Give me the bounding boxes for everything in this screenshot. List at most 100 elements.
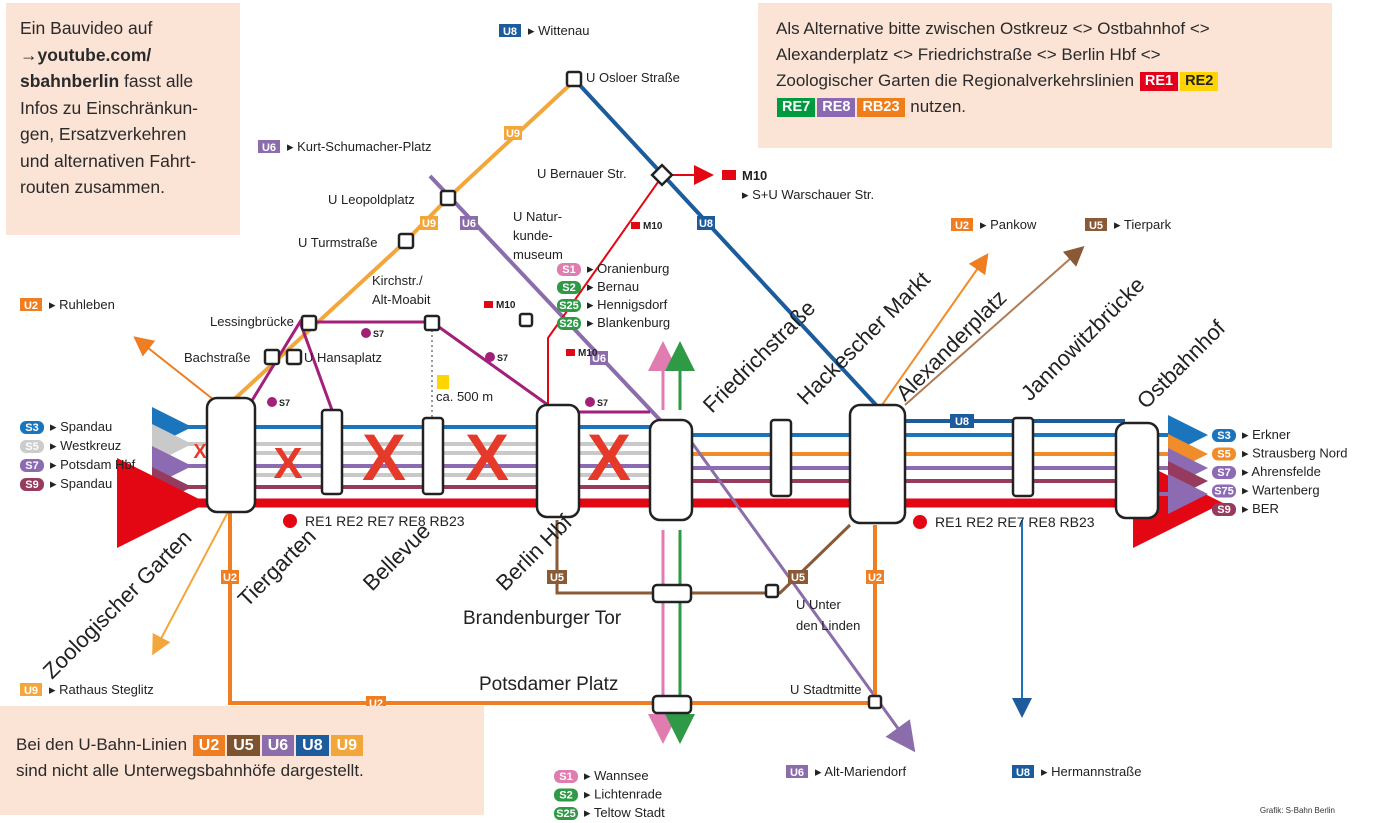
line-pill-label: S26 (559, 318, 579, 330)
destination-name: ▸ Erkner (1242, 427, 1291, 442)
svg-text:▸ Alt-Mariendorf: ▸ Alt-Mariendorf (815, 764, 906, 779)
svg-text:X: X (273, 439, 302, 488)
svg-text:ca. 500 m: ca. 500 m (436, 389, 493, 404)
line-pill-label: S5 (1217, 449, 1230, 461)
ubahn-line-badge: U5 (227, 735, 260, 756)
destination-name: ▸ Spandau (50, 476, 112, 491)
closure-markers: X X X X X (193, 420, 631, 494)
m10-tram-line (547, 174, 664, 405)
re-badge: RE8 (817, 98, 856, 117)
svg-text:Potsdamer Platz: Potsdamer Platz (479, 674, 618, 695)
u5-tierpark-line (904, 246, 1085, 406)
svg-text:U2: U2 (868, 572, 882, 584)
svg-text:Ostbahnhof: Ostbahnhof (1132, 315, 1231, 414)
line-pill (20, 459, 44, 472)
svg-text:Tiergarten: Tiergarten (233, 524, 321, 612)
video-info-line: gen, Ersatzverkehren (20, 124, 187, 144)
ubahn-line-badge: U9 (330, 735, 364, 756)
ubahn-note-line: sind nicht alle Unterwegsbahnhöfe darges… (16, 761, 364, 780)
video-info-line: routen zusammen. (20, 177, 165, 197)
line-pill-label: S25 (556, 808, 576, 820)
svg-text:U8: U8 (503, 26, 517, 38)
alternative-info-line: Alexanderplatz <> Friedrichstraße <> Ber… (776, 45, 1161, 64)
svg-text:U9: U9 (422, 218, 436, 230)
destination-name: ▸ Lichtenrade (584, 787, 662, 802)
svg-text:▸ Tierpark: ▸ Tierpark (1114, 217, 1172, 232)
svg-text:U5: U5 (1089, 220, 1103, 232)
svg-text:U8: U8 (1016, 767, 1030, 779)
svg-text:▸ Hermannstraße: ▸ Hermannstraße (1041, 764, 1141, 779)
destination-name: ▸ Wartenberg (1242, 483, 1320, 498)
svg-text:U2: U2 (223, 572, 237, 584)
line-pill (1212, 429, 1236, 442)
svg-text:Kirchstr./: Kirchstr./ (372, 273, 423, 288)
destination-name: ▸ Teltow Stadt (584, 805, 665, 820)
svg-text:▸ Ruhleben: ▸ Ruhleben (49, 297, 115, 312)
line-pill-label: S1 (559, 771, 572, 783)
svg-text:▸ Wittenau: ▸ Wittenau (528, 23, 589, 38)
destination-name: ▸ Oranienburg (587, 261, 669, 276)
line-pill (557, 317, 581, 330)
alternative-info-line: Zoologischer Garten die Regionalverkehrs… (776, 68, 1314, 94)
line-pill (557, 299, 581, 312)
destination-name: ▸ Bernau (587, 279, 639, 294)
line-pill (554, 807, 578, 820)
svg-text:▸ Kurt-Schumacher-Platz: ▸ Kurt-Schumacher-Platz (287, 139, 432, 154)
youtube-link-2[interactable]: sbahnberlin (20, 71, 120, 91)
u2-line (228, 512, 877, 705)
line-pill-label: S2 (559, 790, 572, 802)
credit: Grafik: S-Bahn Berlin (1259, 806, 1335, 815)
svg-text:U2: U2 (955, 220, 969, 232)
line-pill (1212, 503, 1236, 516)
video-info-box: Ein Bauvideo auf →youtube.com/ sbahnberl… (6, 3, 240, 235)
line-pill-label: S7 (25, 460, 38, 472)
line-pill (20, 421, 44, 434)
video-info-line: Ein Bauvideo auf (20, 18, 153, 38)
svg-text:M10: M10 (742, 168, 767, 183)
line-pill-label: S9 (1217, 504, 1230, 516)
svg-text:U Leopoldplatz: U Leopoldplatz (328, 192, 415, 207)
svg-text:Bellevue: Bellevue (358, 518, 435, 595)
svg-text:RE1 RE2 RE7 RE8 RB23: RE1 RE2 RE7 RE8 RB23 (935, 514, 1095, 530)
svg-text:Brandenburger Tor: Brandenburger Tor (463, 608, 622, 629)
svg-text:U Osloer Straße: U Osloer Straße (586, 70, 680, 85)
line-pill (554, 788, 578, 802)
line-pill-label: S3 (1217, 430, 1230, 442)
svg-text:X: X (362, 420, 406, 494)
svg-text:museum: museum (513, 247, 563, 262)
u5-west-line (555, 520, 655, 595)
line-pill (557, 263, 581, 276)
re-badge: RE1 (1139, 72, 1179, 91)
m10-labels: M10 M10 M10 (484, 221, 663, 359)
svg-text:U6: U6 (262, 142, 276, 154)
svg-text:Jannowitzbrücke: Jannowitzbrücke (1016, 272, 1150, 406)
destination-name: ▸ Hennigsdorf (587, 297, 668, 312)
svg-text:Lessingbrücke: Lessingbrücke (210, 314, 294, 329)
svg-text:S7: S7 (373, 329, 384, 339)
svg-text:U6: U6 (790, 767, 804, 779)
svg-text:U9: U9 (24, 685, 38, 697)
destination-name: ▸ Strausberg Nord (1242, 446, 1348, 461)
line-pill-label: S75 (1214, 486, 1234, 498)
ubahn-line-badge: U2 (192, 735, 226, 756)
svg-text:Alt-Moabit: Alt-Moabit (372, 292, 431, 307)
svg-text:U6: U6 (462, 218, 476, 230)
u2-pankow-line (881, 253, 989, 406)
line-pill (1212, 484, 1236, 498)
svg-text:U Hansaplatz: U Hansaplatz (304, 350, 382, 365)
station-labels: U Osloer Straße U Bernauer Str. U Leopol… (184, 70, 862, 697)
destination-name: ▸ Blankenburg (587, 315, 670, 330)
youtube-link[interactable]: youtube.com/ (37, 44, 152, 65)
svg-text:M10: M10 (643, 221, 663, 232)
svg-text:U Bernauer Str.: U Bernauer Str. (537, 166, 627, 181)
destination-name: ▸ Westkreuz (50, 438, 121, 453)
svg-text:U Stadtmitte: U Stadtmitte (790, 682, 862, 697)
svg-text:den Linden: den Linden (796, 618, 860, 633)
alternative-info-box: Als Alternative bitte zwischen Ostkreuz … (758, 3, 1332, 148)
